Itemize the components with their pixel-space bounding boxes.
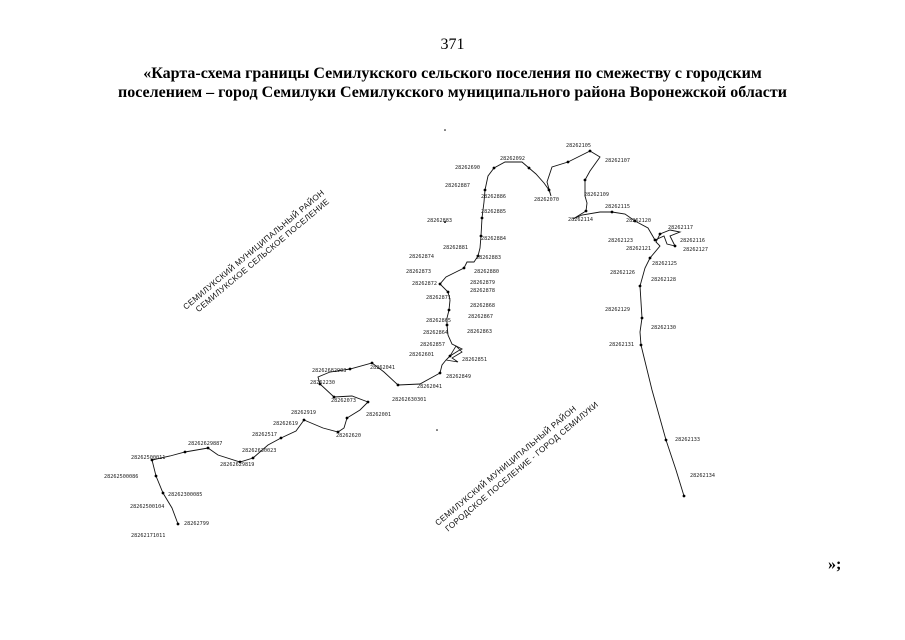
- point-label: 28262073: [331, 398, 356, 404]
- point-label: 28262874: [409, 254, 434, 260]
- point-label: 28262799: [184, 521, 209, 527]
- region-left-line-2: СЕМИЛУКСКОЕ СЕЛЬСКОЕ ПОСЕЛЕНИЕ: [194, 197, 331, 314]
- region-right-label: СЕМИЛУКСКИЙ МУНИЦИПАЛЬНЫЙ РАЙОН ГОРОДСКО…: [432, 400, 601, 533]
- point-label: 28262867: [468, 314, 493, 320]
- point-label: 28262115: [605, 204, 630, 210]
- point-label: 28262682903: [312, 368, 346, 374]
- point-label: 28262919: [291, 410, 316, 416]
- boundary-line: [151, 150, 685, 525]
- region-left-line-1: СЕМИЛУКСКИЙ МУНИЦИПАЛЬНЫЙ РАЙОН: [180, 187, 326, 312]
- point-label: 28262128: [651, 277, 676, 283]
- title-line-1: «Карта-схема границы Семилукского сельск…: [143, 65, 762, 82]
- boundary-detail: [445, 345, 463, 363]
- point-label: 28262120: [626, 218, 651, 224]
- point-label: 28262127: [683, 247, 708, 253]
- closing-quote: »;: [828, 556, 842, 573]
- point-label: 28262123: [608, 238, 633, 244]
- point-label: 28262117: [668, 225, 693, 231]
- point-label: 28262116: [680, 238, 705, 244]
- point-label: 28262629819: [220, 462, 254, 468]
- point-label: 28262109: [584, 192, 609, 198]
- point-label: 28262849: [446, 374, 471, 380]
- point-label: 28262131: [609, 342, 634, 348]
- point-label: 28262873: [406, 269, 431, 275]
- point-label: 28262880: [474, 269, 499, 275]
- point-label: 28262857: [420, 342, 445, 348]
- point-label: 28262230: [310, 380, 335, 386]
- point-label: 28262865: [426, 318, 451, 324]
- point-label: 28262868: [470, 303, 495, 309]
- point-label: 28262517: [252, 432, 277, 438]
- point-label: 28262500011: [131, 455, 165, 461]
- document-title: «Карта-схема границы Семилукского сельск…: [90, 64, 815, 102]
- point-label: 28262883: [427, 218, 452, 224]
- point-label: 28262133: [675, 437, 700, 443]
- point-label: 28262619: [273, 421, 298, 427]
- title-line-2: поселением – город Семилуки Семилукского…: [118, 84, 787, 101]
- point-label: 28262134: [690, 473, 715, 479]
- point-label: 28262126: [610, 270, 635, 276]
- point-label: 28262629887: [188, 441, 222, 447]
- point-label: 28262881: [443, 245, 468, 251]
- point-label: 28262129: [605, 307, 630, 313]
- point-label: 28262041: [417, 384, 442, 390]
- point-label: 28262620: [336, 433, 361, 439]
- point-label: 28262885: [481, 209, 506, 215]
- point-label: 28262887: [445, 183, 470, 189]
- point-label: 28262864: [423, 330, 448, 336]
- point-label: 28262001: [366, 412, 391, 418]
- point-label: 28262105: [566, 143, 591, 149]
- point-label: 28262092: [500, 156, 525, 162]
- point-label: 28262851: [462, 357, 487, 363]
- point-label: 28262121: [626, 246, 651, 252]
- page-number: 371: [440, 36, 465, 53]
- point-label: 28262883: [476, 255, 501, 261]
- point-label: 28262500086: [104, 474, 138, 480]
- point-label: 28262871: [426, 295, 451, 301]
- point-label: 28262690: [455, 165, 480, 171]
- point-label: 28262500104: [130, 504, 164, 510]
- point-label: 28262114: [568, 217, 593, 223]
- point-label: 28262886: [481, 194, 506, 200]
- point-label: 28262884: [481, 236, 506, 242]
- point-label: 28262107: [605, 158, 630, 164]
- region-left-label: СЕМИЛУКСКИЙ МУНИЦИПАЛЬНЫЙ РАЙОН СЕМИЛУКС…: [180, 187, 331, 314]
- point-label: 28262171011: [131, 533, 165, 539]
- point-label: 28262601: [409, 352, 434, 358]
- point-label: 28262872: [412, 281, 437, 287]
- point-label: 28262878: [470, 288, 495, 294]
- point-label: 28262630023: [242, 448, 276, 454]
- point-labels: 28262171011 28262799 28262500104 2826230…: [104, 143, 715, 539]
- point-label: 28262125: [652, 261, 677, 267]
- region-right-line-1: СЕМИЛУКСКИЙ МУНИЦИПАЛЬНЫЙ РАЙОН: [432, 403, 578, 528]
- point-label: 28262300085: [168, 492, 202, 498]
- point-label: 28262130: [651, 325, 676, 331]
- vertex-markers: [150, 129, 686, 526]
- point-label: 28262630301: [392, 397, 426, 403]
- point-label: 28262070: [534, 197, 559, 203]
- point-label: 28262041: [370, 365, 395, 371]
- point-label: 28262879: [470, 280, 495, 286]
- point-label: 28262863: [467, 329, 492, 335]
- region-right-line-2: ГОРОДСКОЕ ПОСЕЛЕНИЕ - ГОРОД СЕМИЛУКИ: [444, 400, 601, 533]
